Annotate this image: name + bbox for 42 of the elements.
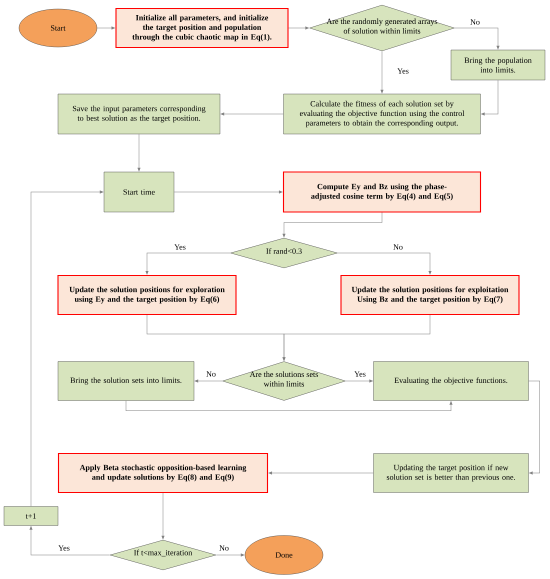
process-box: Evaluating the objective functions. [373,361,529,401]
arrow [96,26,115,30]
highlighted-process-box: Initialize all parameters, and initialize the target position and population through the cubic chaotic map in Eq(1). [115,8,289,48]
edge-label: No [392,243,404,251]
arrow [194,380,223,382]
process-box: Bring the population into limits. [450,50,546,80]
arrow [216,554,244,556]
edge-label: No [218,544,230,552]
arrow [268,472,374,474]
arrow [282,212,382,238]
arrow [337,252,432,274]
process-box: Bring the solution sets into limits. [58,361,194,401]
process-box: Start time [104,172,174,212]
arrow [288,26,309,30]
process-box: Save the input parameters corresponding to best solution as the target position. [58,94,220,134]
edge-label: Yes [396,67,410,75]
process-box: t+1 [4,506,58,526]
edge-label: No [205,370,217,378]
highlighted-process-box: Compute Ey and Bz using the phase-adjusted cosine term by Eq(4) and Eq(5) [282,171,482,213]
edge-label: Yes [57,544,71,552]
arrow [30,526,110,556]
arrow [162,492,164,540]
arrow [481,80,498,116]
highlighted-process-box: Update the solution positions for exploration using Ey and the target position by Eq(6) [57,274,237,316]
process-box: Calculate the fitness of each solution set by evaluating the objective function using the control parameters to obtain the corresponding output. [283,94,481,134]
highlighted-process-box: Update the solution positions for exploitation Using Bz and the target position by Eq(7) [340,274,520,316]
arrow [454,28,500,50]
edge-label: No [469,18,481,26]
highlighted-process-box: Apply Beta stochastic opposition-based learning and update solutions by Eq(8) and Eq(9) [58,452,268,494]
arrow [345,380,373,382]
edge-label: Yes [173,243,187,251]
arrow [30,190,104,507]
process-box: Updating the target position if new solution set is better than previous one. [373,453,529,493]
arrow [380,50,384,94]
edge-label: Yes [353,370,367,378]
arrow [174,190,282,194]
arrow [126,400,452,411]
arrow [138,134,140,172]
arrow [282,314,430,361]
arrow [220,112,284,116]
arrow [528,380,540,474]
arrow [146,252,231,274]
